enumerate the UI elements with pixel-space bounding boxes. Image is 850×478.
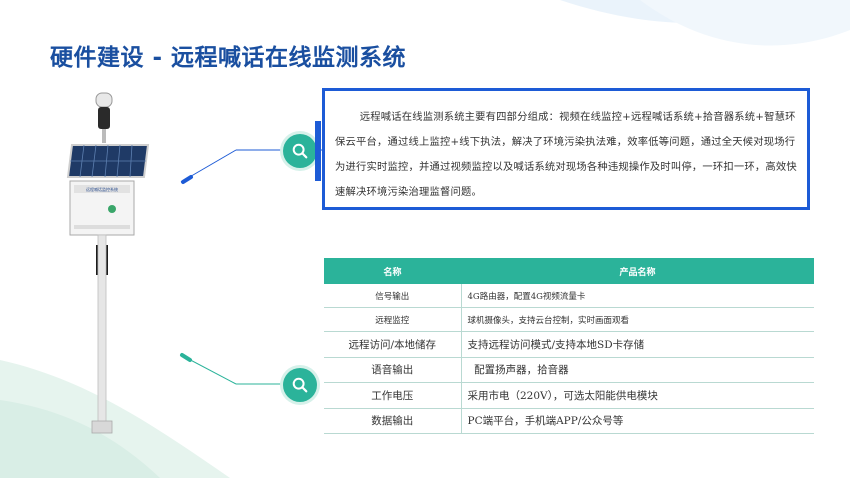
table-row: 工作电压采用市电（220V），可选太阳能供电模块 bbox=[324, 382, 814, 409]
row-product: 4G路由器，配置4G视频流量卡 bbox=[461, 284, 814, 308]
row-name: 数据输出 bbox=[324, 408, 462, 434]
table-row: 语音输出 配置扬声器，拾音器 bbox=[324, 357, 814, 383]
monitoring-pole-illustration: 远程喊话监控系统 bbox=[66, 92, 150, 434]
row-name: 语音输出 bbox=[324, 357, 462, 383]
row-product: 采用市电（220V），可选太阳能供电模块 bbox=[461, 382, 814, 409]
table-row: 远程访问/本地储存支持远程访问模式/支持本地SD卡存储 bbox=[324, 331, 814, 358]
description-box: 远程喊话在线监测系统主要有四部分组成：视频在线监控+远程喊话系统+拾音器系统+智… bbox=[315, 88, 810, 210]
row-product: 配置扬声器，拾音器 bbox=[461, 357, 814, 383]
row-product: 球机摄像头，支持云台控制，实时画面观看 bbox=[461, 307, 814, 332]
row-product: 支持远程访问模式/支持本地SD卡存储 bbox=[461, 331, 814, 358]
table-header-row: 名称 产品名称 bbox=[324, 258, 814, 284]
search-button-top[interactable] bbox=[283, 134, 317, 168]
row-name: 信号输出 bbox=[324, 284, 462, 308]
description-text: 远程喊话在线监测系统主要有四部分组成：视频在线监控+远程喊话系统+拾音器系统+智… bbox=[335, 111, 797, 198]
search-button-bottom[interactable] bbox=[283, 368, 317, 402]
row-name: 工作电压 bbox=[324, 382, 462, 409]
page-title: 硬件建设 - 远程喊话在线监测系统 bbox=[50, 45, 407, 71]
row-product: PC端平台，手机端APP/公众号等 bbox=[461, 408, 814, 434]
search-icon bbox=[292, 143, 308, 159]
row-name: 远程访问/本地储存 bbox=[324, 331, 462, 358]
header-name: 名称 bbox=[324, 258, 461, 284]
table-row: 远程监控球机摄像头，支持云台控制，实时画面观看 bbox=[324, 307, 814, 332]
row-name: 远程监控 bbox=[324, 307, 462, 332]
header-product: 产品名称 bbox=[461, 258, 814, 284]
cabinet-label: 远程喊话监控系统 bbox=[86, 186, 118, 192]
search-icon bbox=[292, 377, 308, 393]
